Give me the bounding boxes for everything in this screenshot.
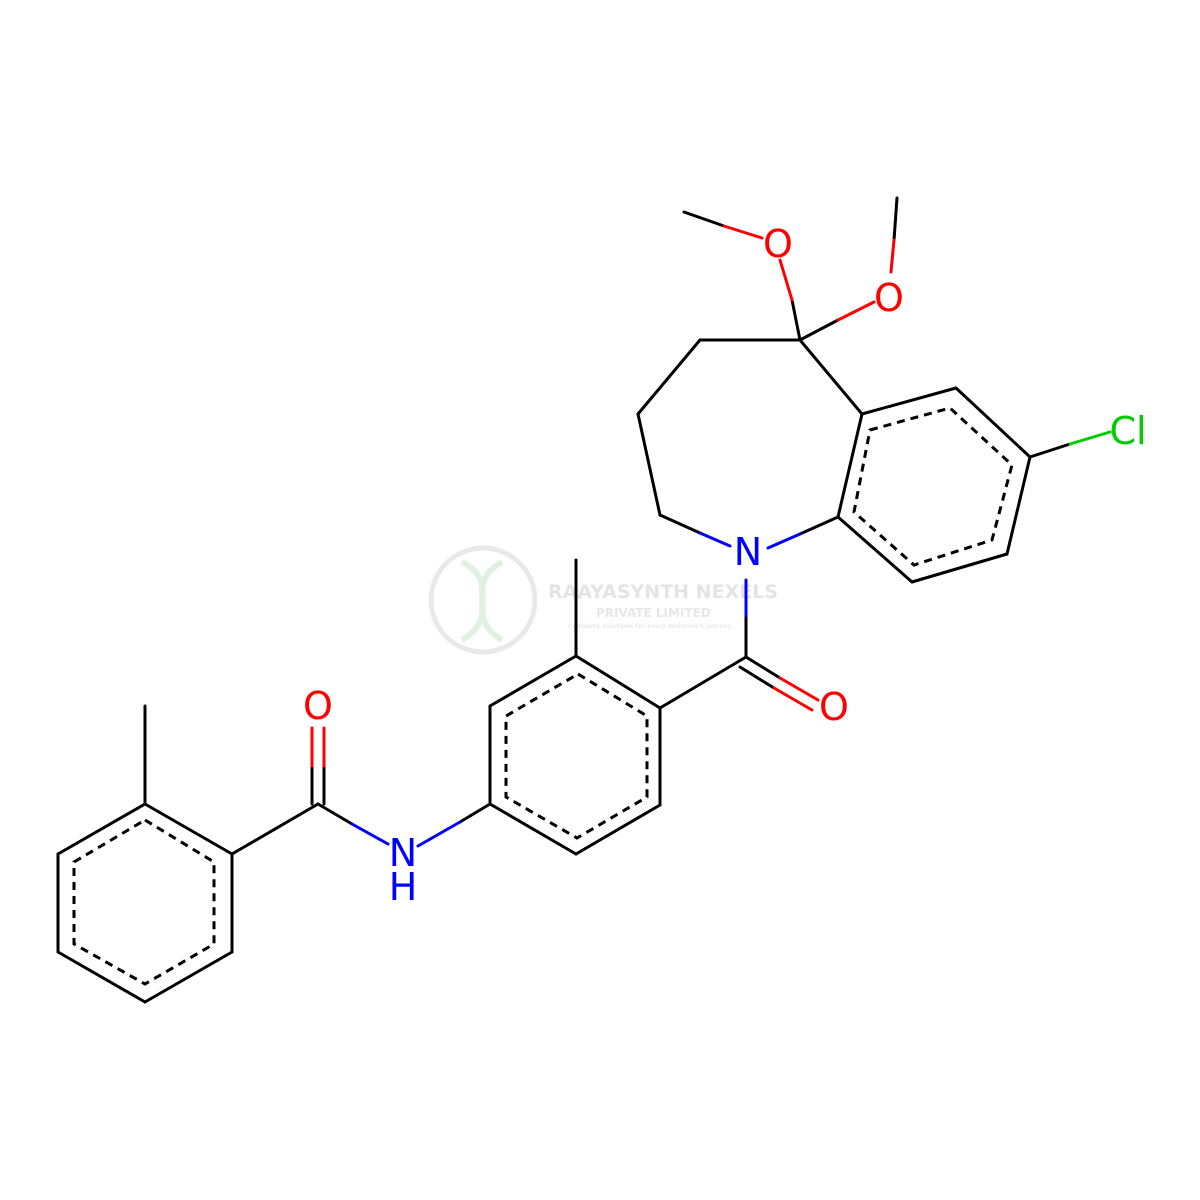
watermark-subtitle: PRIVATE LIMITED (596, 606, 711, 620)
watermark-logo-ring (428, 545, 538, 655)
bonds (56, 196, 1072, 1004)
hetero-bonds (310, 224, 1112, 848)
watermark: RAAYASYNTH NEXELS PRIVATE LIMITED Comple… (428, 545, 778, 655)
aromatic-bonds (72, 406, 1014, 986)
atom-o-amide: O (303, 684, 333, 728)
atom-o-methoxy-2: O (874, 276, 904, 320)
atom-o-methoxy-1: O (763, 222, 793, 266)
atom-cl: Cl (1109, 409, 1146, 453)
atom-n-ring: N (734, 530, 762, 574)
dna-icon (460, 559, 504, 643)
atom-o-ketone: O (819, 685, 849, 729)
watermark-company: RAAYASYNTH NEXELS (548, 581, 778, 603)
atom-n-amide: N (389, 831, 417, 875)
watermark-tagline: Complete solutions for every molecule's … (568, 623, 732, 630)
atom-labels: O O Cl N O O N H (303, 222, 1147, 909)
atom-h-amide: H (389, 865, 418, 909)
